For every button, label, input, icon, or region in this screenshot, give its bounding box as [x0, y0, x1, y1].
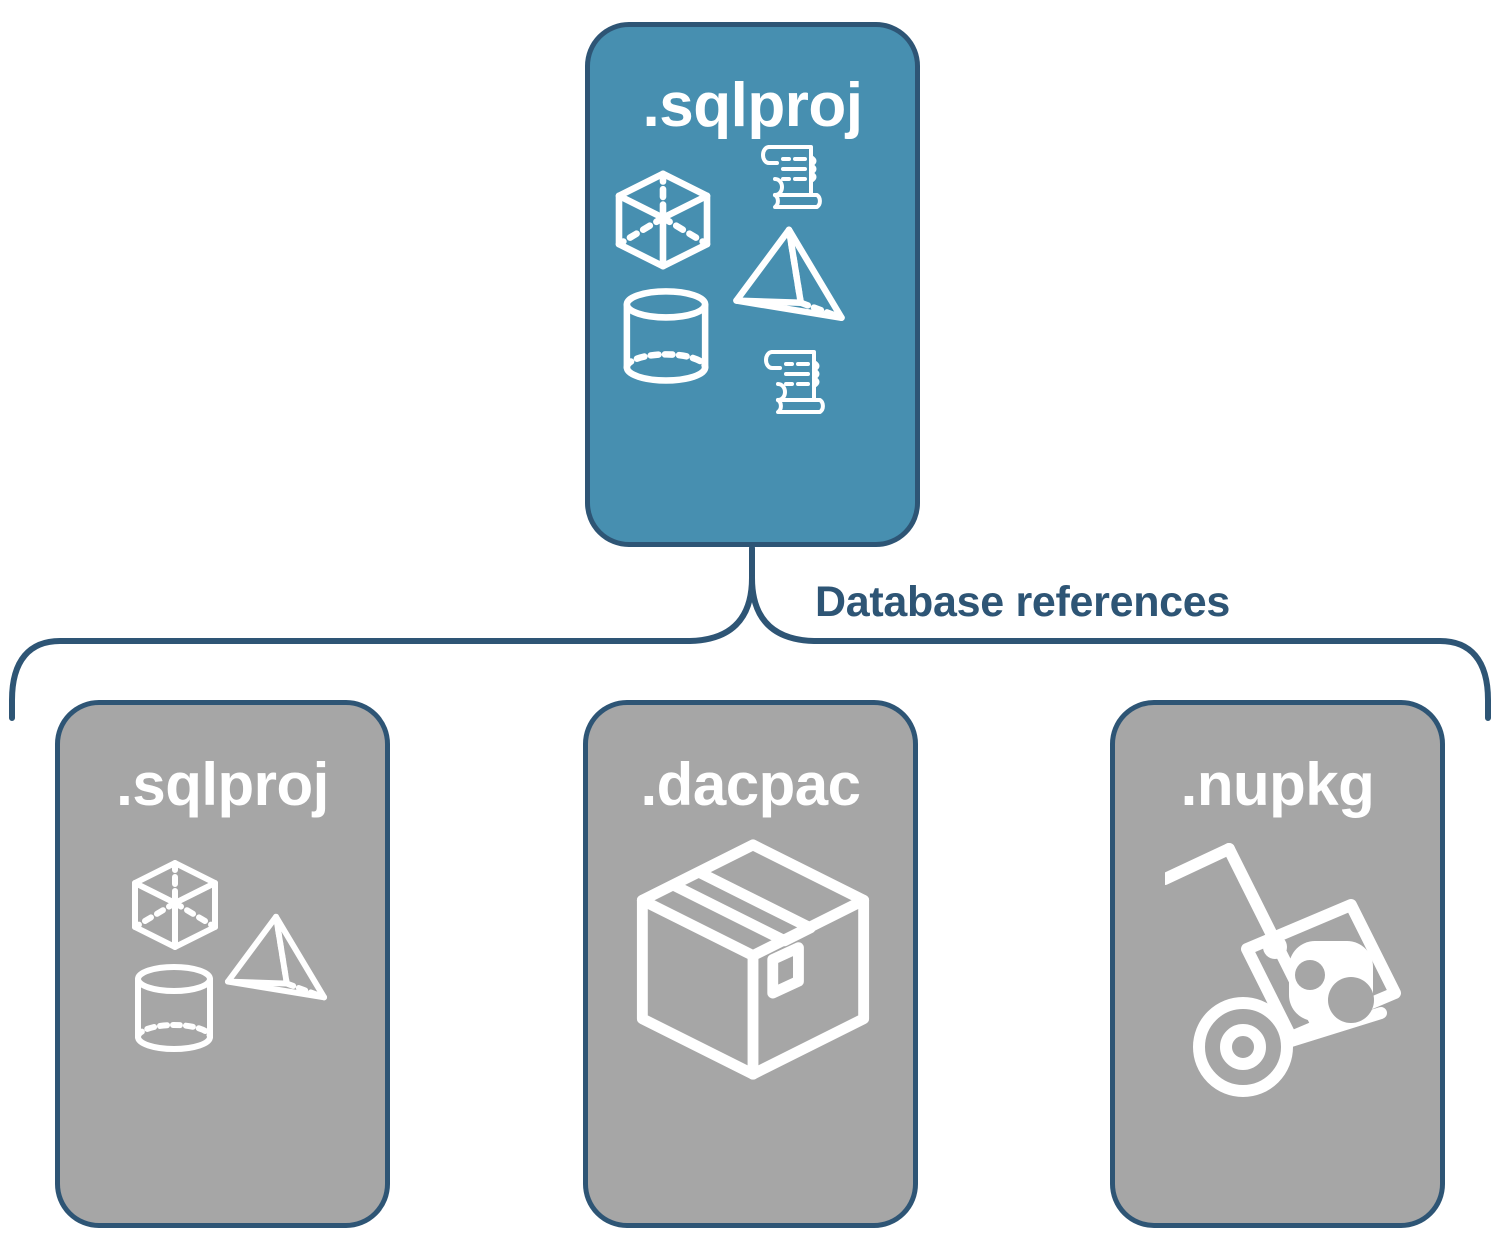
cube-icon — [132, 860, 218, 950]
root-icon-area — [590, 137, 915, 542]
node-child-dacpac[interactable]: .dacpac — [583, 700, 918, 1228]
pyramid-icon — [733, 226, 845, 321]
node-child-sqlproj[interactable]: .sqlproj — [55, 700, 390, 1228]
cylinder-icon — [135, 964, 213, 1052]
node-child-sqlproj-label: .sqlproj — [116, 751, 329, 818]
scroll-icon — [764, 350, 825, 414]
nuget-hand-truck-icon — [1165, 843, 1401, 1097]
dacpac-icon-area — [588, 815, 913, 1223]
sqlproj-icon-area — [60, 815, 385, 1223]
node-root-label: .sqlproj — [642, 71, 863, 140]
package-box-icon — [636, 839, 870, 1080]
node-child-nupkg-label: .nupkg — [1180, 751, 1375, 818]
scroll-icon — [761, 145, 822, 209]
node-root-sqlproj[interactable]: .sqlproj — [585, 22, 920, 547]
cylinder-icon — [623, 288, 709, 384]
node-child-dacpac-label: .dacpac — [640, 751, 861, 818]
cube-icon — [615, 170, 711, 270]
pyramid-icon — [224, 913, 328, 1001]
nupkg-icon-area — [1115, 815, 1440, 1223]
node-child-nupkg[interactable]: .nupkg — [1110, 700, 1445, 1228]
database-references-label: Database references — [815, 578, 1230, 626]
